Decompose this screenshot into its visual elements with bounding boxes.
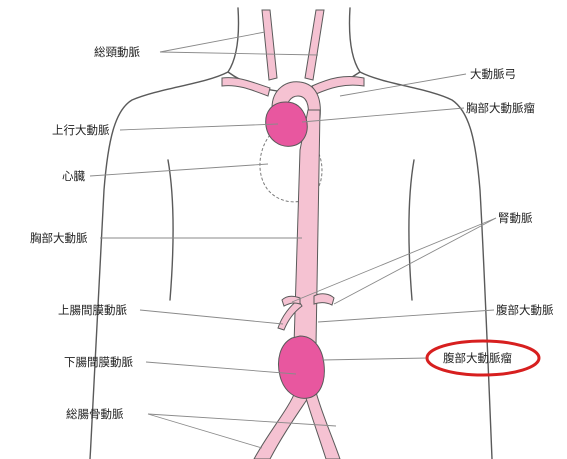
label-abdominal-aorta: 腹部大動脈	[496, 303, 554, 317]
subclavian-left	[222, 78, 270, 96]
common-carotid-left	[262, 10, 277, 80]
common-carotid-right	[305, 10, 324, 80]
label-ascending-aorta: 上行大動脈	[52, 123, 110, 137]
abdominal-aneurysm	[279, 336, 325, 398]
label-heart: 心臓	[62, 169, 85, 183]
subclavian-right	[312, 76, 364, 94]
label-inferior-mesenteric: 下腸間膜動脈	[64, 355, 133, 369]
common-iliac-left	[254, 390, 308, 459]
label-thoracic-aneurysm: 胸部大動脈瘤	[466, 101, 535, 115]
label-renal-artery: 腎動脈	[498, 211, 533, 225]
label-superior-mesenteric: 上腸間膜動脈	[58, 303, 127, 317]
label-common-carotid: 総頸動脈	[94, 45, 140, 59]
label-thoracic-aorta: 胸部大動脈	[30, 231, 88, 245]
label-common-iliac: 総腸骨動脈	[66, 407, 124, 421]
label-aortic-arch: 大動脈弓	[470, 67, 516, 81]
renal-artery-right	[314, 294, 334, 305]
label-abdominal-aneurysm: 腹部大動脈瘤	[443, 351, 512, 365]
